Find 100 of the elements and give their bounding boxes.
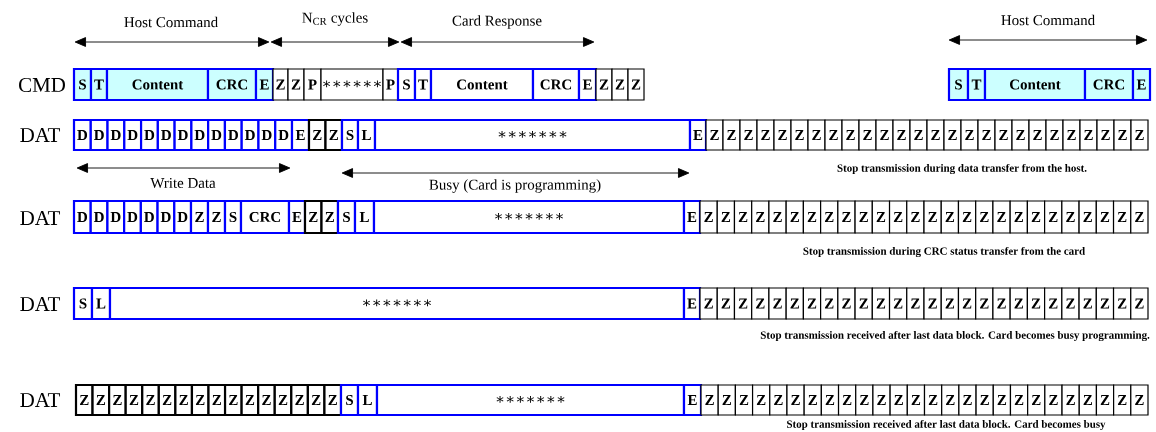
signal-cell: S [223,199,243,235]
signal-cell: Z [992,200,1011,234]
signal-cell: Z [303,199,323,235]
signal-cell: Z [768,287,787,320]
signal-cell: Z [1009,287,1028,320]
signal-cell: Z [257,383,276,417]
signal-cell: E [682,383,703,417]
signal-cell: Z [1061,287,1080,320]
signal-cell: Z [734,384,754,416]
signal-cell: Z [1113,384,1132,416]
signal-cell: Z [627,68,645,101]
signal-cell: Z [1130,287,1149,320]
signal-cell: D [89,199,109,235]
signal-cell: D [173,118,193,152]
signal-cell: Z [923,384,943,416]
signal-cell: Z [837,200,856,234]
signal-cell: S [72,286,94,321]
signal-cell: Z [941,384,960,416]
signal-cell: Z [888,287,908,320]
signal-cell: Z [1061,384,1080,416]
signal-cell: Z [975,384,994,416]
signal-cell: Z [174,383,194,417]
signal-cell: Z [872,384,891,416]
signal-cell: Z [889,384,908,416]
signal-cell: Z [1095,384,1115,416]
row-label: DAT [20,211,60,225]
signal-cell: Z [611,68,629,101]
signal-cell: Z [1044,200,1063,234]
signal-cell: Z [785,287,804,320]
signal-cell: Z [820,200,839,234]
signal-cell: Z [700,384,719,416]
signal-cell: Z [803,384,822,416]
signal-cell: Z [157,383,177,417]
signal-cell: Z [1130,384,1149,416]
signal-cell: Z [1095,287,1115,320]
signal-cell: Z [320,199,340,235]
row-label: DAT [20,393,60,407]
signal-cell: Z [733,287,753,320]
signal-cell: Z [837,384,857,416]
signal-cell: S [336,199,357,235]
signal-cell: Z [751,200,770,234]
signal-cell: Z [307,118,327,152]
signal-cell: Z [992,287,1011,320]
signal-cell: D [123,118,143,152]
signal-cell: D [123,199,142,235]
signal-cell: Z [273,383,293,417]
signal-cell: Z [306,383,326,417]
signal-cell: Z [802,200,822,234]
signal-cell: Z [820,287,839,320]
row-label: CMD [19,77,65,93]
signal-cell: Z [1078,200,1097,234]
signal-cell: Z [975,200,994,234]
signal-cell: Z [1095,200,1115,234]
signal-cell: D [223,118,243,152]
signal-cell: Z [290,383,309,417]
signal-cell: Z [940,287,960,320]
span-label: Host Command [1001,14,1095,26]
signal-cell: Z [716,200,736,234]
span-label: Write Data [150,177,216,189]
signal-cell: D [190,118,210,152]
signal-cell: D [274,118,294,152]
signal-cell: Z [74,383,94,417]
signal-cell: Z [854,287,873,320]
note: Stop transmission during data transfer from the host. [837,163,1087,175]
signal-cell: Z [923,287,942,320]
signal-cell: Z [124,383,144,417]
signal-cell: D [72,118,92,152]
signal-cell: Z [189,199,210,235]
signal-cell: Z [1026,287,1046,320]
signal-cell: S [339,383,360,417]
row-label: DAT [20,297,60,311]
signal-cell: L [356,383,379,417]
signal-cell: Z [906,287,925,320]
signal-cell: D [106,118,126,152]
signal-cell: Z [1130,200,1149,234]
signal-cell: Z [1044,287,1063,320]
signal-cell: Z [1027,384,1046,416]
signal-cell: D [89,118,109,152]
signal-cell: Z [785,200,804,234]
signal-cell: Z [888,200,908,234]
signal-cell: Z [1078,287,1097,320]
signal-cell: Z [716,287,736,320]
signal-cell: Z [940,200,960,234]
signal-cell: Z [1009,200,1028,234]
signal-cell: Z [207,383,227,417]
signal-cell: Z [733,200,753,234]
signal-cell: Z [91,383,111,417]
signal-cell: Z [871,200,891,234]
signal-cell: D [240,118,260,152]
signal-cell: E [577,67,598,102]
signal-cell: Z [751,287,770,320]
signal-cell: E [290,118,311,152]
signal-cell: Z [323,383,343,417]
signal-cell: Z [1044,384,1063,416]
signal-cell: Z [957,287,977,320]
span-label: Host Command [124,16,218,28]
signal-cell: Z [1112,287,1132,320]
signal-cell: D [156,199,176,235]
signal-cell: Z [957,200,977,234]
signal-cell: Z [108,383,127,417]
